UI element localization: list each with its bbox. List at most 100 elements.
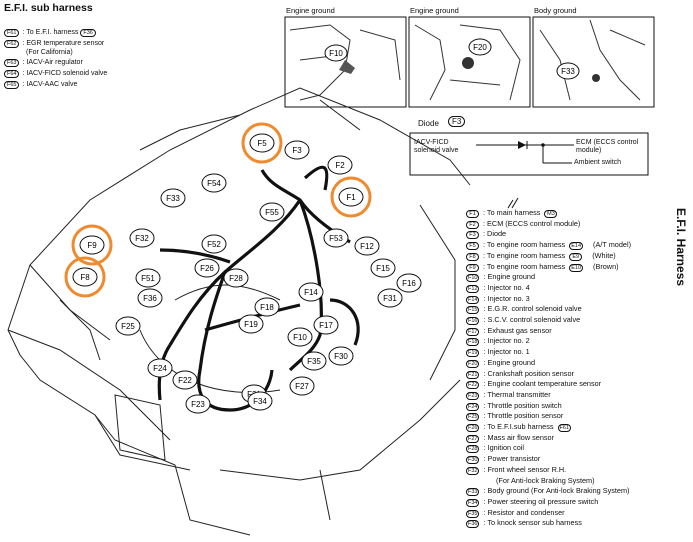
legend-row: F35: Resistor and condenser xyxy=(466,508,565,518)
legend-text: : Body ground (For Anti-lock Braking Sys… xyxy=(483,486,630,496)
connector-f28: F28 xyxy=(223,268,249,288)
connector-f53: F53 xyxy=(323,228,349,248)
legend-row: F22: Engine coolant temperature sensor xyxy=(466,379,601,390)
legend-ref: F61 xyxy=(557,424,572,432)
inset-callout-label: F33 xyxy=(561,67,575,76)
connector-label: F3 xyxy=(292,146,302,155)
legend-row: F24: Throttle position switch xyxy=(466,401,562,411)
legend-text: : ECM (ECCS control module) xyxy=(483,218,581,228)
connector-label: F31 xyxy=(383,294,397,303)
legend-row: F27: Mass air flow sensor xyxy=(466,433,554,443)
legend-code: F34 xyxy=(466,498,480,507)
diode-right-label: ECM (ECCS control module) xyxy=(576,139,639,154)
connector-f3: F3 xyxy=(284,140,310,160)
connector-label: F19 xyxy=(244,320,258,329)
legend-code: F24 xyxy=(466,402,480,411)
legend-code: F8 xyxy=(466,252,479,261)
legend-text: : Diode xyxy=(483,229,507,239)
legend-code: F28 xyxy=(466,445,480,454)
highlight-ring xyxy=(64,256,106,298)
legend-row: F10: Engine ground xyxy=(466,272,536,283)
legend-text: : Resistor and condenser xyxy=(483,507,565,517)
connector-label: F53 xyxy=(329,234,343,243)
legend-ref: M3 xyxy=(544,210,558,218)
legend-code: F18 xyxy=(466,338,480,347)
connector-label: F54 xyxy=(207,179,221,188)
legend-code: F22 xyxy=(466,381,480,390)
legend-code: F36 xyxy=(466,520,480,529)
legend-text: : Power steering oil pressure switch xyxy=(483,496,599,506)
connector-f25: F25 xyxy=(115,316,141,336)
connector-f15: F15 xyxy=(370,258,396,278)
sub-item-note: (For California) xyxy=(26,49,73,56)
connector-label: F16 xyxy=(402,279,416,288)
legend-code: F15 xyxy=(466,306,480,315)
legend-note: (Brown) xyxy=(593,261,619,271)
legend-row: F19: Injector no. 1 xyxy=(466,347,530,358)
legend-code: F19 xyxy=(466,349,480,358)
connector-f54: F54 xyxy=(201,173,227,193)
connector-f8: F8 xyxy=(64,256,106,298)
legend-text: : Injector no. 2 xyxy=(483,336,530,346)
legend-text: : To E.F.I.sub harness xyxy=(483,422,554,431)
legend-note: (White) xyxy=(592,250,616,260)
connector-f12: F12 xyxy=(354,236,380,256)
inset-caption: Engine ground xyxy=(286,6,335,15)
connector-label: F18 xyxy=(260,303,274,312)
connector-label: F24 xyxy=(153,364,167,373)
inset-caption: Engine ground xyxy=(410,6,459,15)
connector-f14: F14 xyxy=(298,282,324,302)
legend-code: F21 xyxy=(466,370,480,379)
connector-label: F52 xyxy=(207,240,221,249)
connector-label: F32 xyxy=(135,234,149,243)
connector-f36: F36 xyxy=(137,288,163,308)
legend-text: : Throttle position switch xyxy=(483,400,562,410)
diode-bottom-label: Ambient switch xyxy=(574,159,622,166)
legend-row: F30: Power transistor xyxy=(466,454,540,465)
legend-text: : To engine room harness xyxy=(483,240,566,250)
legend-code: F17 xyxy=(466,327,480,336)
legend-row: F16: S.C.V. control solenoid valve xyxy=(466,315,580,325)
diode-label: Diode xyxy=(418,119,439,128)
connector-label: F9 xyxy=(87,241,97,250)
inset-callout-label: F10 xyxy=(329,49,343,58)
legend-row: F3: Diode xyxy=(466,229,507,240)
connector-label: F25 xyxy=(121,322,135,331)
legend-code: F23 xyxy=(466,391,480,400)
legend-note: (A/T model) xyxy=(593,240,631,250)
connector-label: F36 xyxy=(143,294,157,303)
connector-label: F12 xyxy=(360,242,374,251)
legend-code: F9 xyxy=(466,263,479,272)
legend-text: : Engine ground xyxy=(483,357,536,367)
connector-f24: F24 xyxy=(147,358,173,378)
connector-label: F28 xyxy=(229,274,243,283)
connector-label: F55 xyxy=(265,208,279,217)
inset-callout-label: F20 xyxy=(473,43,487,52)
connector-label: F14 xyxy=(304,288,318,297)
connector-label: F23 xyxy=(191,400,205,409)
connector-f22: F22 xyxy=(172,370,198,390)
connector-label: F2 xyxy=(335,161,345,170)
connector-f17: F17 xyxy=(313,315,339,335)
legend-code: F5 xyxy=(466,242,479,251)
inset-callout-f20: F20 xyxy=(468,38,492,56)
legend-row: F36: To knock sensor sub harness xyxy=(466,518,582,529)
legend-row: F23: Thermal transmitter xyxy=(466,390,551,400)
connector-f27: F27 xyxy=(289,376,315,396)
connector-label: F1 xyxy=(346,193,356,202)
diode-connector: F3 xyxy=(448,116,466,127)
legend-ref: E10 xyxy=(569,263,584,272)
connector-label: F10 xyxy=(293,333,307,342)
legend-code: F25 xyxy=(466,413,480,422)
legend-text: : Engine ground xyxy=(483,272,536,282)
legend-row: F28: Ignition coil xyxy=(466,443,524,454)
legend-text: : Injector no. 3 xyxy=(483,293,530,303)
legend-code: F16 xyxy=(466,317,480,325)
connector-label: F30 xyxy=(334,352,348,361)
legend-text: : To engine room harness xyxy=(483,250,566,260)
inset-callout-f10: F10 xyxy=(324,44,348,62)
connector-f52: F52 xyxy=(201,234,227,254)
